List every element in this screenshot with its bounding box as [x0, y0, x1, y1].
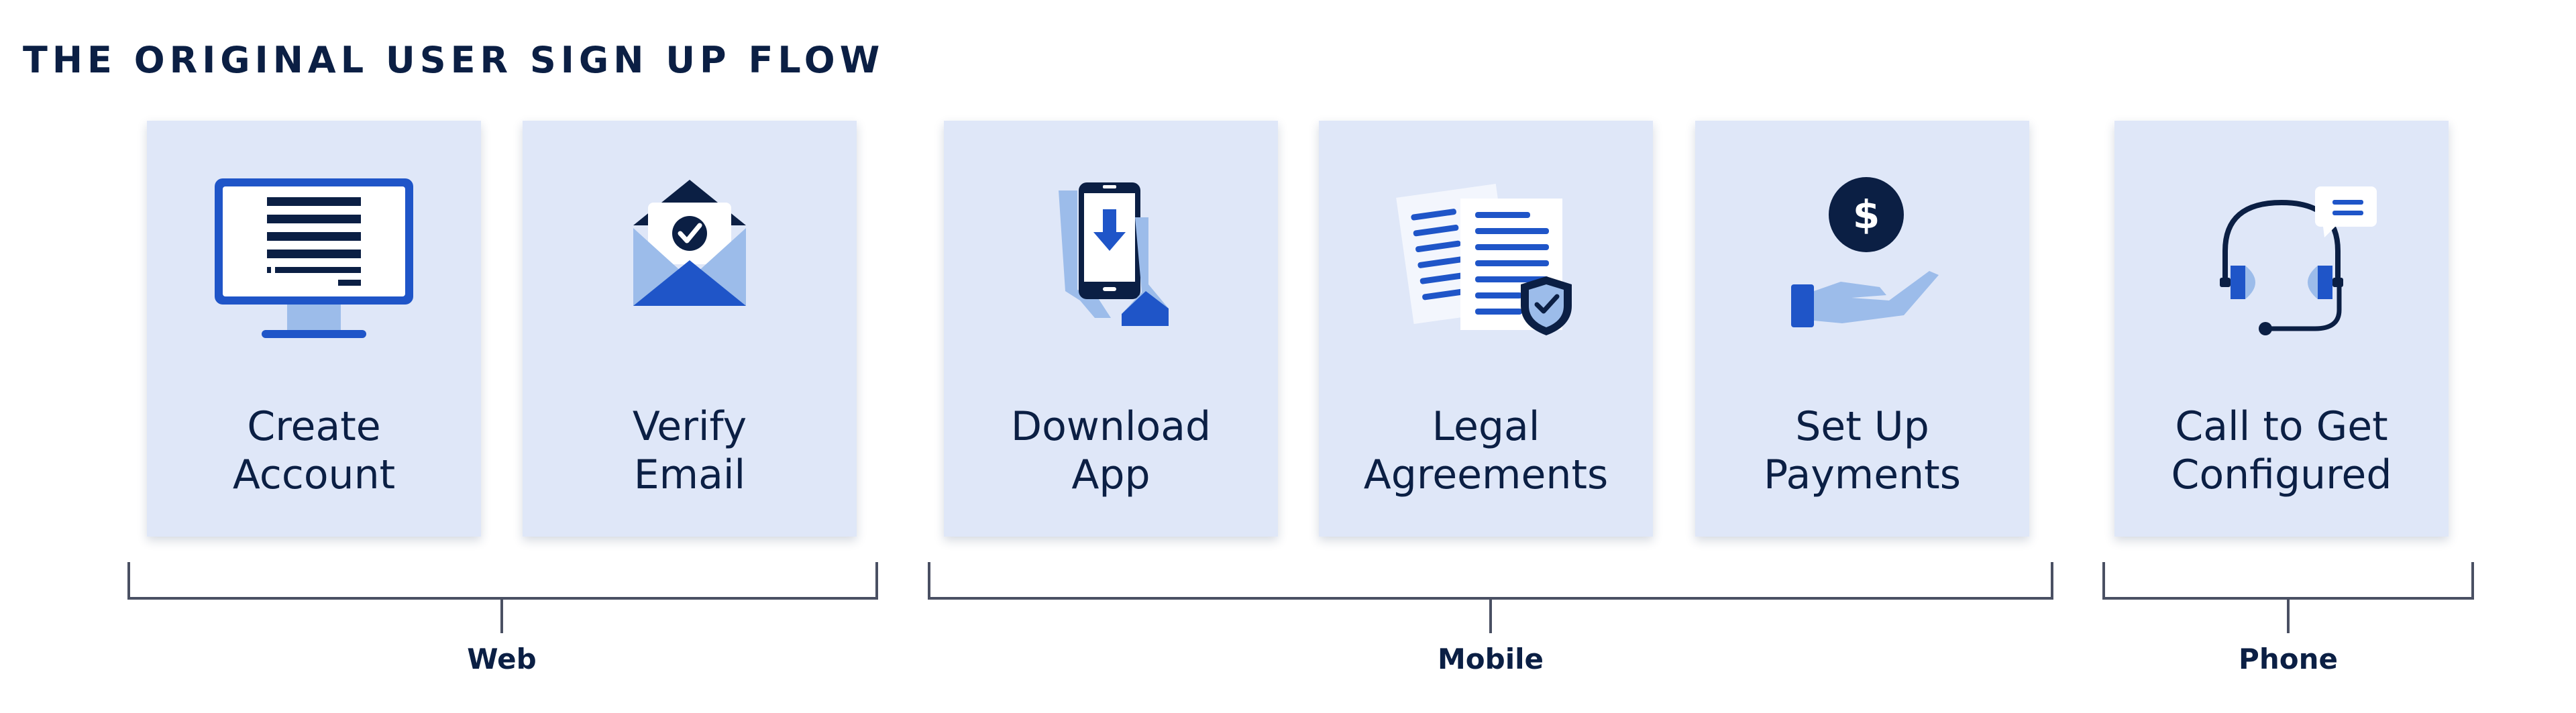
headset-chat-icon	[2181, 177, 2382, 351]
computer-monitor-icon	[213, 177, 415, 351]
phone-download-icon	[1010, 177, 1212, 351]
page-title: THE ORIGINAL USER SIGN UP FLOW	[23, 39, 885, 81]
step-card-verify-email: Verify Email	[523, 121, 857, 537]
step-label: Set Up Payments	[1764, 403, 1961, 498]
envelope-check-icon	[589, 177, 790, 351]
svg-text:$: $	[1853, 192, 1880, 237]
step-label: Call to Get Configured	[2171, 403, 2392, 498]
step-card-create-account: Create Account	[147, 121, 481, 537]
step-card-download-app: Download App	[944, 121, 1278, 537]
step-label: Create Account	[232, 403, 396, 498]
group-label-mobile: Mobile	[1438, 643, 1544, 675]
group-label-web: Web	[467, 643, 537, 675]
bracket-mobile	[928, 562, 2053, 633]
step-card-legal-agreements: Legal Agreements	[1319, 121, 1653, 537]
documents-shield-icon	[1385, 177, 1587, 351]
group-label-phone: Phone	[2239, 643, 2338, 675]
step-card-set-up-payments: $ Set Up Payments	[1695, 121, 2029, 537]
bracket-phone	[2102, 562, 2474, 633]
bracket-web	[127, 562, 878, 633]
step-label: Download App	[1010, 403, 1212, 498]
step-label: Legal Agreements	[1363, 403, 1609, 498]
step-card-call-to-get-configured: Call to Get Configured	[2114, 121, 2449, 537]
step-label: Verify Email	[632, 403, 747, 498]
hand-dollar-icon: $	[1762, 177, 1963, 351]
